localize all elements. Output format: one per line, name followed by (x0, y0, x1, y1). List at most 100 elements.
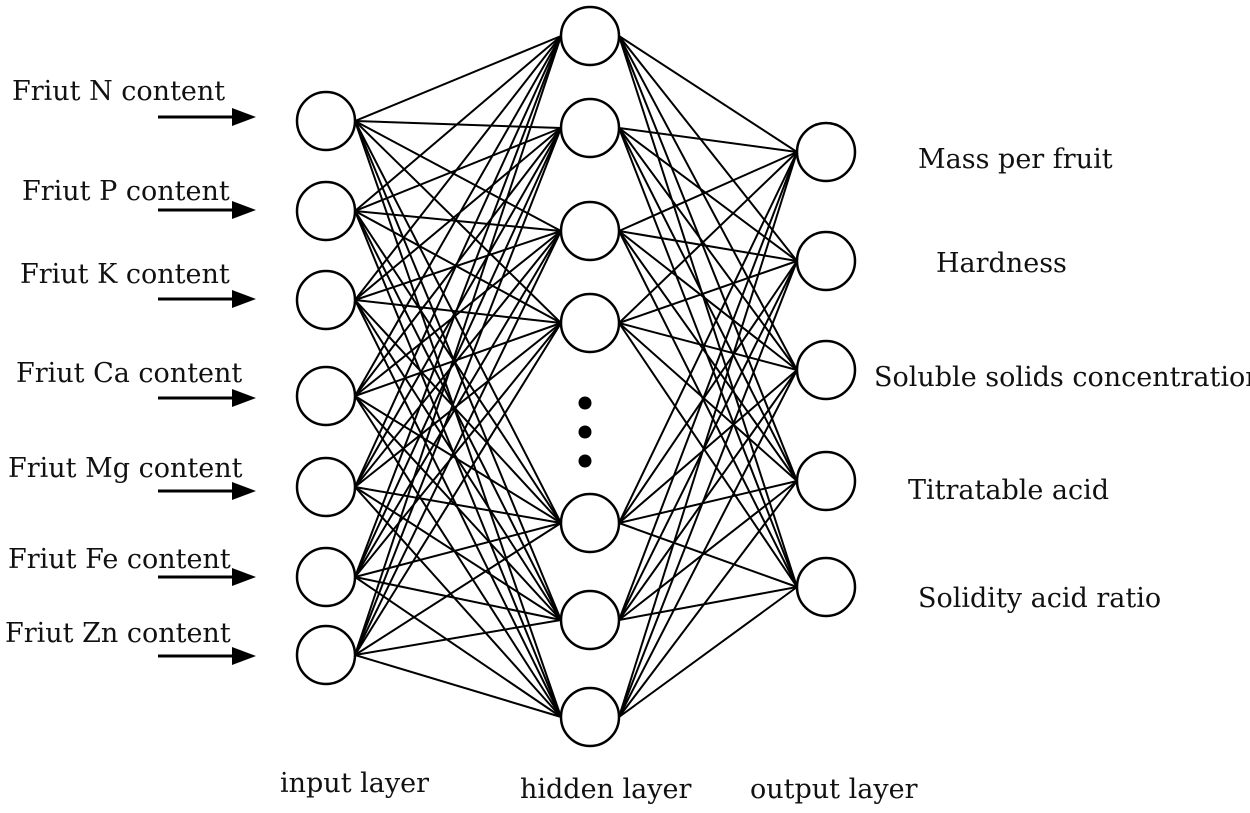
edge-input-2-hidden-3 (354, 299, 562, 324)
input-node-5 (295, 546, 357, 608)
hidden-node-6 (559, 686, 621, 748)
edge-hidden-2-output-3 (618, 230, 798, 482)
output-label-hardness: Hardness (936, 248, 1067, 279)
edge-input-0-hidden-4 (354, 120, 562, 524)
edge-input-0-hidden-6 (354, 120, 562, 718)
edge-hidden-0-output-2 (618, 35, 798, 371)
edge-hidden-2-output-0 (618, 151, 798, 232)
edge-input-6-hidden-2 (354, 230, 562, 656)
output-label-soluble: Soluble solids concentration (874, 362, 1250, 393)
arrow-head-icon (232, 290, 256, 308)
hidden-node-4 (559, 492, 621, 554)
edge-hidden-3-output-4 (618, 322, 798, 588)
input-label-k: Friut K content (20, 259, 230, 290)
edge-hidden-5-output-2 (618, 369, 798, 621)
edge-input-6-hidden-0 (354, 35, 562, 656)
edge-input-6-hidden-5 (354, 619, 562, 656)
hidden-node-2 (559, 200, 621, 262)
input-label-n: Friut N content (12, 76, 225, 107)
edge-input-3-hidden-2 (354, 230, 562, 397)
edge-hidden-3-output-0 (618, 151, 798, 324)
input-node-1 (295, 180, 357, 242)
edge-hidden-2-output-2 (618, 230, 798, 371)
edge-hidden-6-output-1 (618, 260, 798, 718)
edge-hidden-5-output-1 (618, 260, 798, 621)
edge-input-2-hidden-0 (354, 35, 562, 301)
edge-input-0-hidden-0 (354, 35, 562, 122)
edge-input-1-hidden-3 (354, 210, 562, 324)
arrow-head-icon (232, 389, 256, 407)
edge-hidden-0-output-1 (618, 35, 798, 262)
edge-input-6-hidden-6 (354, 654, 562, 718)
edge-input-3-hidden-4 (354, 395, 562, 524)
edge-hidden-2-output-4 (618, 230, 798, 588)
edge-hidden-5-output-4 (618, 586, 798, 621)
edge-input-6-hidden-4 (354, 522, 562, 656)
edge-hidden-4-output-4 (618, 522, 798, 588)
input-node-6 (295, 624, 357, 686)
edge-input-1-hidden-2 (354, 210, 562, 232)
edge-input-1-hidden-5 (354, 210, 562, 621)
edge-hidden-0-output-4 (618, 35, 798, 588)
arrow-head-icon (232, 568, 256, 586)
edge-input-4-hidden-5 (354, 486, 562, 621)
input-label-zn: Friut Zn content (5, 618, 231, 649)
edge-input-5-hidden-2 (354, 230, 562, 578)
edge-input-0-hidden-2 (354, 120, 562, 232)
edge-hidden-4-output-1 (618, 260, 798, 524)
hidden-node-5 (559, 589, 621, 651)
edge-hidden-3-output-2 (618, 322, 798, 371)
hidden-node-3 (559, 292, 621, 354)
hidden-ellipsis (578, 396, 592, 468)
edge-hidden-6-output-4 (618, 586, 798, 718)
nodes (295, 5, 857, 748)
arrow-head-icon (232, 647, 256, 665)
arrow-head-icon (232, 108, 256, 126)
edge-input-1-hidden-4 (354, 210, 562, 524)
edge-input-2-hidden-2 (354, 230, 562, 301)
edge-hidden-3-output-1 (618, 260, 798, 324)
output-label-ratio: Solidity acid ratio (918, 583, 1161, 614)
input-layer-caption: input layer (280, 768, 429, 799)
output-label-acid: Titratable acid (908, 475, 1109, 506)
output-label-mass: Mass per fruit (918, 144, 1113, 175)
edge-hidden-5-output-0 (618, 151, 798, 621)
edge-input-4-hidden-0 (354, 35, 562, 488)
edge-hidden-6-output-3 (618, 480, 798, 718)
input-label-fe: Friut Fe content (8, 544, 231, 575)
edge-hidden-6-output-2 (618, 369, 798, 718)
edge-input-5-hidden-1 (354, 127, 562, 578)
edge-input-3-hidden-0 (354, 35, 562, 397)
edge-input-1-hidden-6 (354, 210, 562, 718)
connections (354, 35, 798, 718)
output-node-1 (795, 230, 857, 292)
arrow-head-icon (232, 201, 256, 219)
ellipsis-dot-1 (578, 425, 592, 439)
edge-input-6-hidden-3 (354, 322, 562, 656)
edge-hidden-5-output-3 (618, 480, 798, 621)
edge-input-0-hidden-5 (354, 120, 562, 621)
edge-input-3-hidden-5 (354, 395, 562, 621)
edge-input-3-hidden-6 (354, 395, 562, 718)
edge-hidden-1-output-2 (618, 127, 798, 371)
edge-hidden-0-output-0 (618, 35, 798, 153)
edge-input-6-hidden-1 (354, 127, 562, 656)
output-layer-caption: output layer (750, 774, 918, 805)
edge-hidden-1-output-0 (618, 127, 798, 153)
output-node-0 (795, 121, 857, 183)
edge-hidden-2-output-1 (618, 230, 798, 262)
edge-input-5-hidden-4 (354, 522, 562, 578)
ellipsis-dot-2 (578, 454, 592, 468)
input-arrows (158, 108, 256, 665)
input-node-2 (295, 269, 357, 331)
edge-hidden-1-output-3 (618, 127, 798, 482)
hidden-layer-caption: hidden layer (520, 774, 692, 805)
edge-hidden-1-output-1 (618, 127, 798, 262)
input-label-mg: Friut Mg content (8, 453, 243, 484)
input-node-3 (295, 365, 357, 427)
edge-input-5-hidden-3 (354, 322, 562, 578)
hidden-node-0 (559, 5, 621, 67)
edge-input-4-hidden-6 (354, 486, 562, 718)
edge-hidden-4-output-3 (618, 480, 798, 524)
